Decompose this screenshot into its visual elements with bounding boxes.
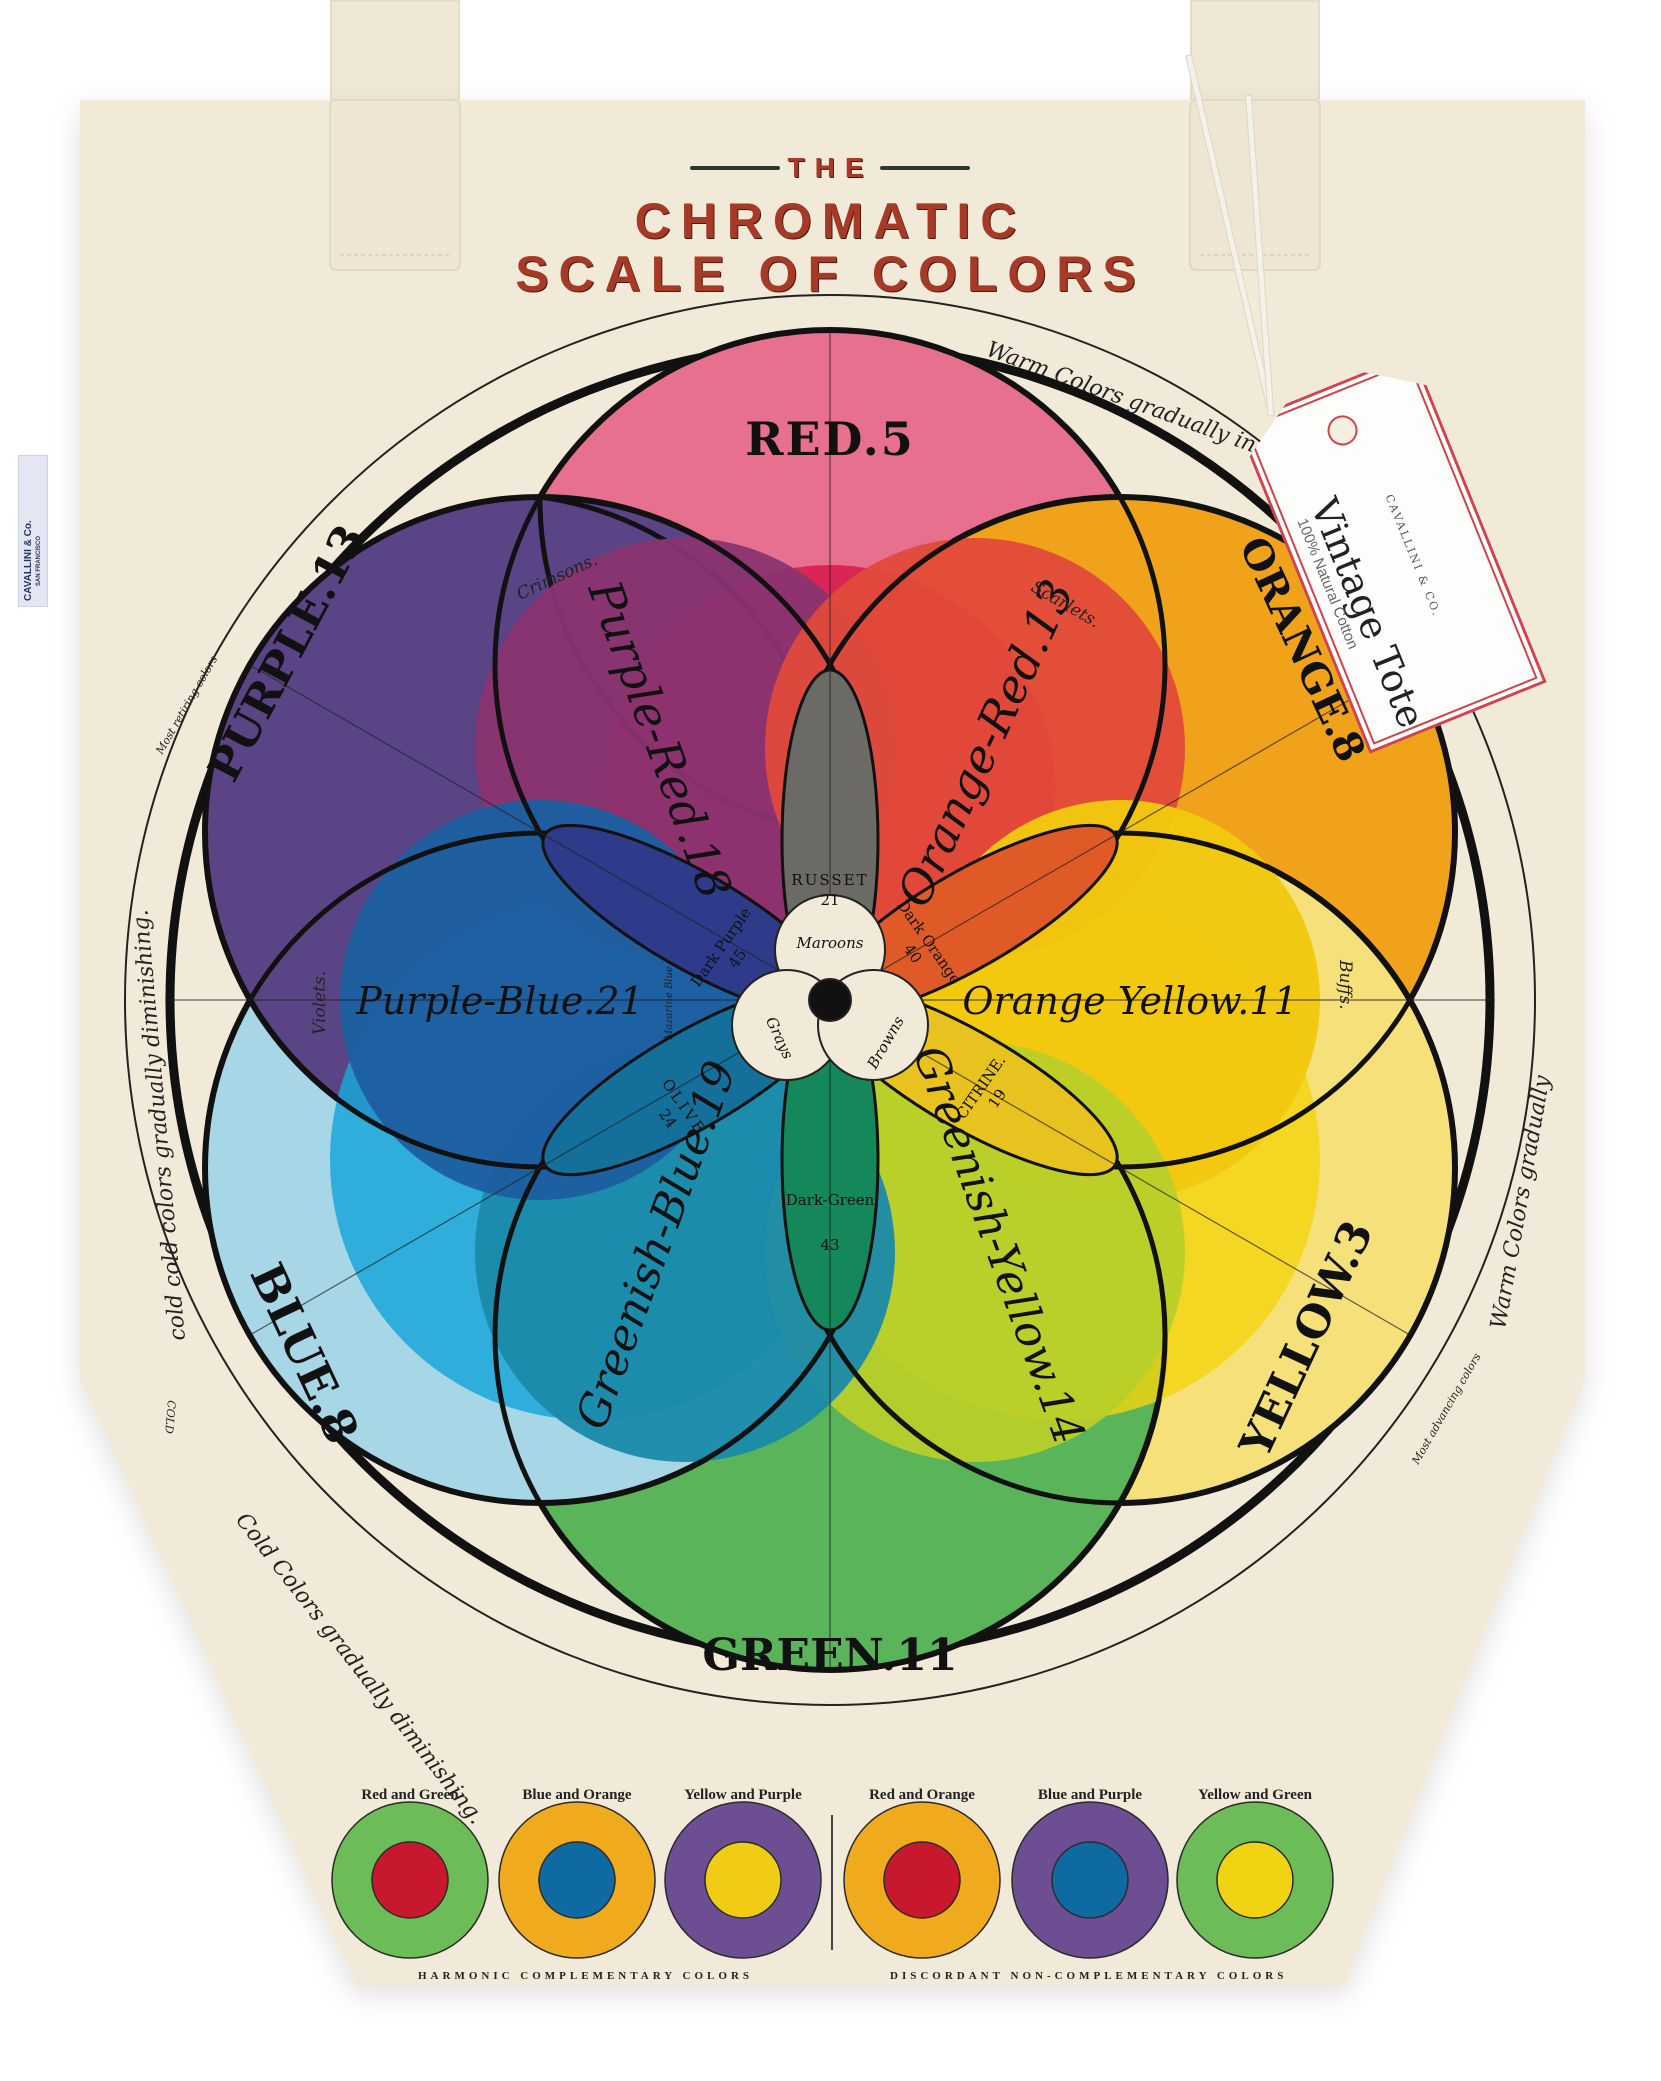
swatch-label-yellow-green: Yellow and Green bbox=[1198, 1787, 1312, 1803]
label-dark-green-value: 43 bbox=[820, 1236, 839, 1254]
label-red: RED.5 bbox=[745, 412, 915, 466]
swatch-yellow-purple bbox=[664, 1801, 822, 1959]
swatch-blue-purple bbox=[1011, 1801, 1169, 1959]
label-russet-value: 21 bbox=[820, 891, 839, 909]
ring-text-cold-mark: COLD bbox=[162, 1400, 178, 1435]
outer-ring bbox=[124, 294, 1536, 1706]
swatch-yellow-green bbox=[1176, 1801, 1334, 1959]
label-dark-green-name: Dark-Green bbox=[786, 1191, 875, 1209]
label-purple-blue: Purple-Blue.21 bbox=[355, 979, 644, 1023]
title-flourish-left bbox=[690, 166, 780, 170]
swatch-label-blue-orange: Blue and Orange bbox=[522, 1787, 632, 1803]
center-dot bbox=[808, 978, 852, 1022]
caption-discordant: DISCORDANT NON-COMPLEMENTARY COLORS bbox=[890, 1970, 1288, 1982]
tag-brand: CAVALLINI & CO. bbox=[1382, 492, 1444, 619]
swatch-label-yellow-purple: Yellow and Purple bbox=[684, 1787, 802, 1803]
brand-side-label: CAVALLINI & Co. SAN FRANCISCO bbox=[18, 455, 48, 607]
label-green: GREEN.11 bbox=[702, 1630, 957, 1681]
poster-title-line1: CHROMATIC bbox=[634, 193, 1027, 249]
poster-title-line2: SCALE OF COLORS bbox=[515, 246, 1146, 302]
annotation-violets: Violets. bbox=[310, 971, 330, 1035]
center-trefoil bbox=[731, 894, 929, 1081]
poster-title-the: THE bbox=[787, 152, 874, 183]
annotation-mazarine-blue: Mazarine Blue bbox=[664, 966, 675, 1041]
annotation-buffs: Buffs. bbox=[1335, 959, 1355, 1010]
label-orange-yellow: Orange Yellow.11 bbox=[962, 979, 1297, 1023]
swatch-label-red-orange: Red and Orange bbox=[869, 1787, 975, 1803]
label-maroons: Maroons bbox=[796, 934, 864, 952]
swatch-red-orange bbox=[843, 1801, 1001, 1959]
tag-hole bbox=[1323, 411, 1362, 450]
swatch-label-red-green: Red and Green bbox=[361, 1787, 459, 1803]
swatch-label-blue-purple: Blue and Purple bbox=[1037, 1787, 1143, 1803]
label-russet-name: RUSSET bbox=[791, 871, 868, 889]
title-flourish-right bbox=[880, 166, 970, 170]
swatch-blue-orange bbox=[498, 1801, 656, 1959]
caption-harmonic: HARMONIC COMPLEMENTARY COLORS bbox=[418, 1970, 754, 1982]
swatch-red-green bbox=[331, 1801, 489, 1959]
